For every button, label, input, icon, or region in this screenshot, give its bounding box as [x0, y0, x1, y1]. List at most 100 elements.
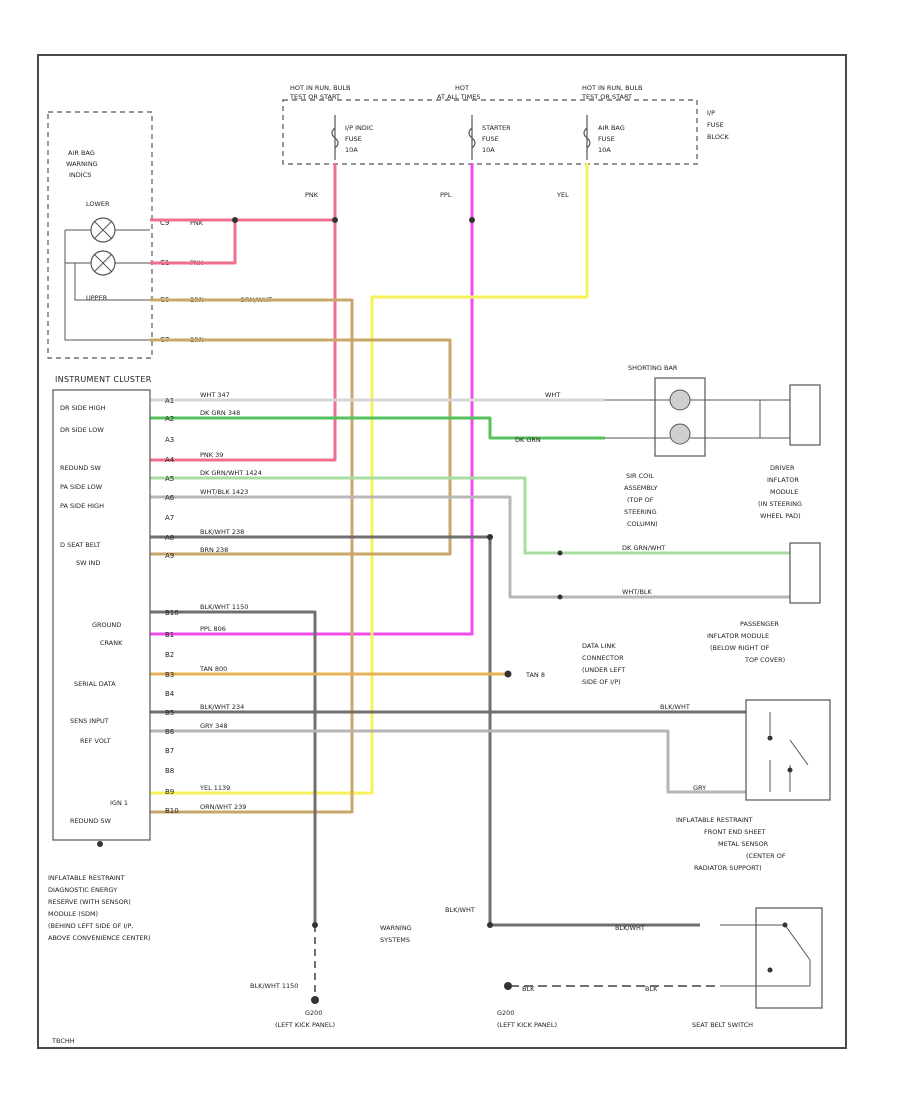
coil-desc-3: (TOP OF — [627, 496, 654, 504]
cluster-label-14: REDUND SW — [70, 817, 111, 825]
pin-b9: B9 — [165, 788, 174, 796]
splices — [232, 217, 512, 1004]
hot-label-3a: HOT IN RUN, BULB — [582, 84, 642, 92]
fuse-block-label-2: FUSE — [707, 121, 724, 129]
cluster-label-8: GROUND — [92, 621, 121, 629]
cluster-pins: A1 A2 A3 A4 A5 A6 A7 A8 A9 B10 B1 B2 B3 … — [165, 397, 179, 815]
pin-a3: A3 — [165, 436, 174, 444]
data-link-connector: TAN 8 DATA LINK CONNECTOR (UNDER LEFT SI… — [525, 642, 625, 686]
pa-wire-2: WHT/BLK — [622, 588, 653, 596]
wire-yel — [150, 163, 589, 795]
pin-b5: B5 — [165, 709, 174, 717]
wire-pnk-lamp2 — [150, 220, 237, 265]
blk-label: BLK — [522, 985, 535, 993]
pa-desc-1: PASSENGER — [740, 620, 779, 628]
sir-coil-group: SHORTING BAR WHT DK GRN SIR COIL ASSEMBL… — [515, 364, 821, 528]
fuse-1-word: FUSE — [345, 135, 362, 143]
pin-b6: B6 — [165, 728, 175, 736]
fuse-block: HOT IN RUN, BULB TEST OR START HOT AT AL… — [282, 84, 730, 199]
seat-switch-label: SEAT BELT SWITCH — [692, 1021, 753, 1029]
ground-b-1: G200 — [497, 1009, 514, 1017]
sensor-desc-4: (CENTER OF — [746, 852, 786, 860]
cluster-label-9: CRANK — [100, 639, 123, 647]
fuse-symbol-1 — [331, 115, 339, 160]
driver-desc-3: MODULE — [770, 488, 798, 496]
pa-desc-2: INFLATOR MODULE — [707, 632, 769, 640]
diagram-frame — [37, 54, 847, 1049]
cluster-title: INSTRUMENT CLUSTER — [55, 375, 152, 384]
passenger-module-group: DK GRN/WHT WHT/BLK PASSENGER INFLATOR MO… — [557, 542, 821, 664]
coil-desc-1: SIR COIL — [626, 472, 654, 480]
wire-label-b1: PPL 806 — [200, 625, 226, 633]
pin-b7: B7 — [165, 747, 174, 755]
pa-desc-4: TOP COVER) — [744, 656, 785, 664]
cluster-label-3: REDUND SW — [60, 464, 101, 472]
dlc-desc-3: (UNDER LEFT — [582, 666, 625, 674]
seat-belt-switch-group: BLK/WHT BLK SEAT BELT SWITCH — [615, 907, 823, 1029]
sensor-desc-1: INFLATABLE RESTRAINT — [676, 816, 753, 824]
wire-label-b10: ORN/WHT 239 — [200, 803, 246, 811]
fuse-3-word: FUSE — [598, 135, 615, 143]
pin-a6: A6 — [165, 494, 175, 502]
wire-ppl — [150, 163, 474, 636]
wire-gry — [150, 729, 760, 794]
warning-systems-2: SYSTEMS — [380, 936, 410, 944]
cluster-label-13: IGN 1 — [110, 799, 128, 807]
cluster-label-6: D SEAT BELT — [60, 541, 101, 549]
warning-systems-1: WARNING — [380, 924, 412, 932]
ground-a-1: G200 — [305, 1009, 322, 1017]
fuse-2-word: FUSE — [482, 135, 499, 143]
wire-blkwht-ground — [150, 610, 317, 925]
wire-label-a8: BLK/WHT 238 — [200, 528, 244, 536]
driver-desc-4: (IN STEERING — [758, 500, 802, 508]
driver-desc-5: WHEEL PAD) — [760, 512, 801, 520]
pin-b4: B4 — [165, 690, 175, 698]
hot-label-2a: HOT — [455, 84, 469, 92]
ground-a-2: (LEFT KICK PANEL) — [275, 1021, 335, 1029]
cluster-label-11: SENS INPUT — [70, 717, 109, 725]
sensor-wire-2: GRY — [693, 784, 706, 792]
wire-label-a2: DK GRN 348 — [200, 409, 240, 417]
module-desc-1: INFLATABLE RESTRAINT — [48, 874, 125, 882]
indic-pin-1: C9 — [160, 219, 169, 227]
fuse-2-amp: 10A — [482, 146, 495, 154]
dlc-desc-1: DATA LINK — [582, 642, 616, 650]
wire-label-a1: WHT 347 — [200, 391, 230, 399]
wire-label-a10: BLK/WHT 1150 — [200, 603, 248, 611]
ground-b-2: (LEFT KICK PANEL) — [497, 1021, 557, 1029]
fuse-block-label-1: I/P — [707, 109, 715, 117]
pin-a10: B10 — [165, 609, 179, 617]
sensor-desc-5: RADIATOR SUPPORT) — [694, 864, 762, 872]
fuse-symbol-2 — [468, 115, 476, 160]
wire-brn-c7 — [150, 338, 452, 556]
coil-wire-dkgrn: DK GRN — [515, 436, 541, 444]
indic-title-1: AIR BAG — [68, 149, 95, 157]
front-sensor-group: BLK/WHT GRY INFLATABLE RESTRAINT FRONT E… — [660, 699, 831, 872]
cluster-label-5: PA SIDE HIGH — [60, 502, 104, 510]
wire-label-a6: WHT/BLK 1423 — [200, 488, 248, 496]
wire-wht-blk — [150, 495, 790, 599]
pin-a2: A2 — [165, 415, 174, 423]
pin-b10: B10 — [165, 807, 179, 815]
driver-desc-1: DRIVER — [770, 464, 795, 472]
dlc-desc-2: CONNECTOR — [582, 654, 624, 662]
indic-wire-1: PNK — [190, 219, 204, 227]
fuse-1-amp: 10A — [345, 146, 358, 154]
pin-b1: B1 — [165, 631, 174, 639]
fuse-3-amp: 10A — [598, 146, 611, 154]
pin-b2: B2 — [165, 651, 174, 659]
fuse-3-name: AIR BAG — [598, 124, 625, 132]
module-desc-2: DIAGNOSTIC ENERGY — [48, 886, 117, 894]
wire-label-yel: YEL — [556, 191, 569, 199]
cluster-label-7: SW IND — [76, 559, 100, 567]
warning-indicator-box: AIR BAG WARNING INDICS LOWER UPPER C9 C1… — [47, 111, 272, 359]
pin-a5: A5 — [165, 475, 174, 483]
pin-b8: B8 — [165, 767, 174, 775]
pa-desc-3: (BELOW RIGHT OF — [710, 644, 770, 652]
wire-dkgrn-wht — [150, 476, 790, 555]
hot-label-3b: TEST OR START — [581, 93, 632, 101]
module-desc-5: (BEHIND LEFT SIDE OF I/P, — [48, 922, 133, 930]
shorting-bar-label: SHORTING BAR — [628, 364, 678, 372]
wire-label-ppl: PPL — [440, 191, 452, 199]
